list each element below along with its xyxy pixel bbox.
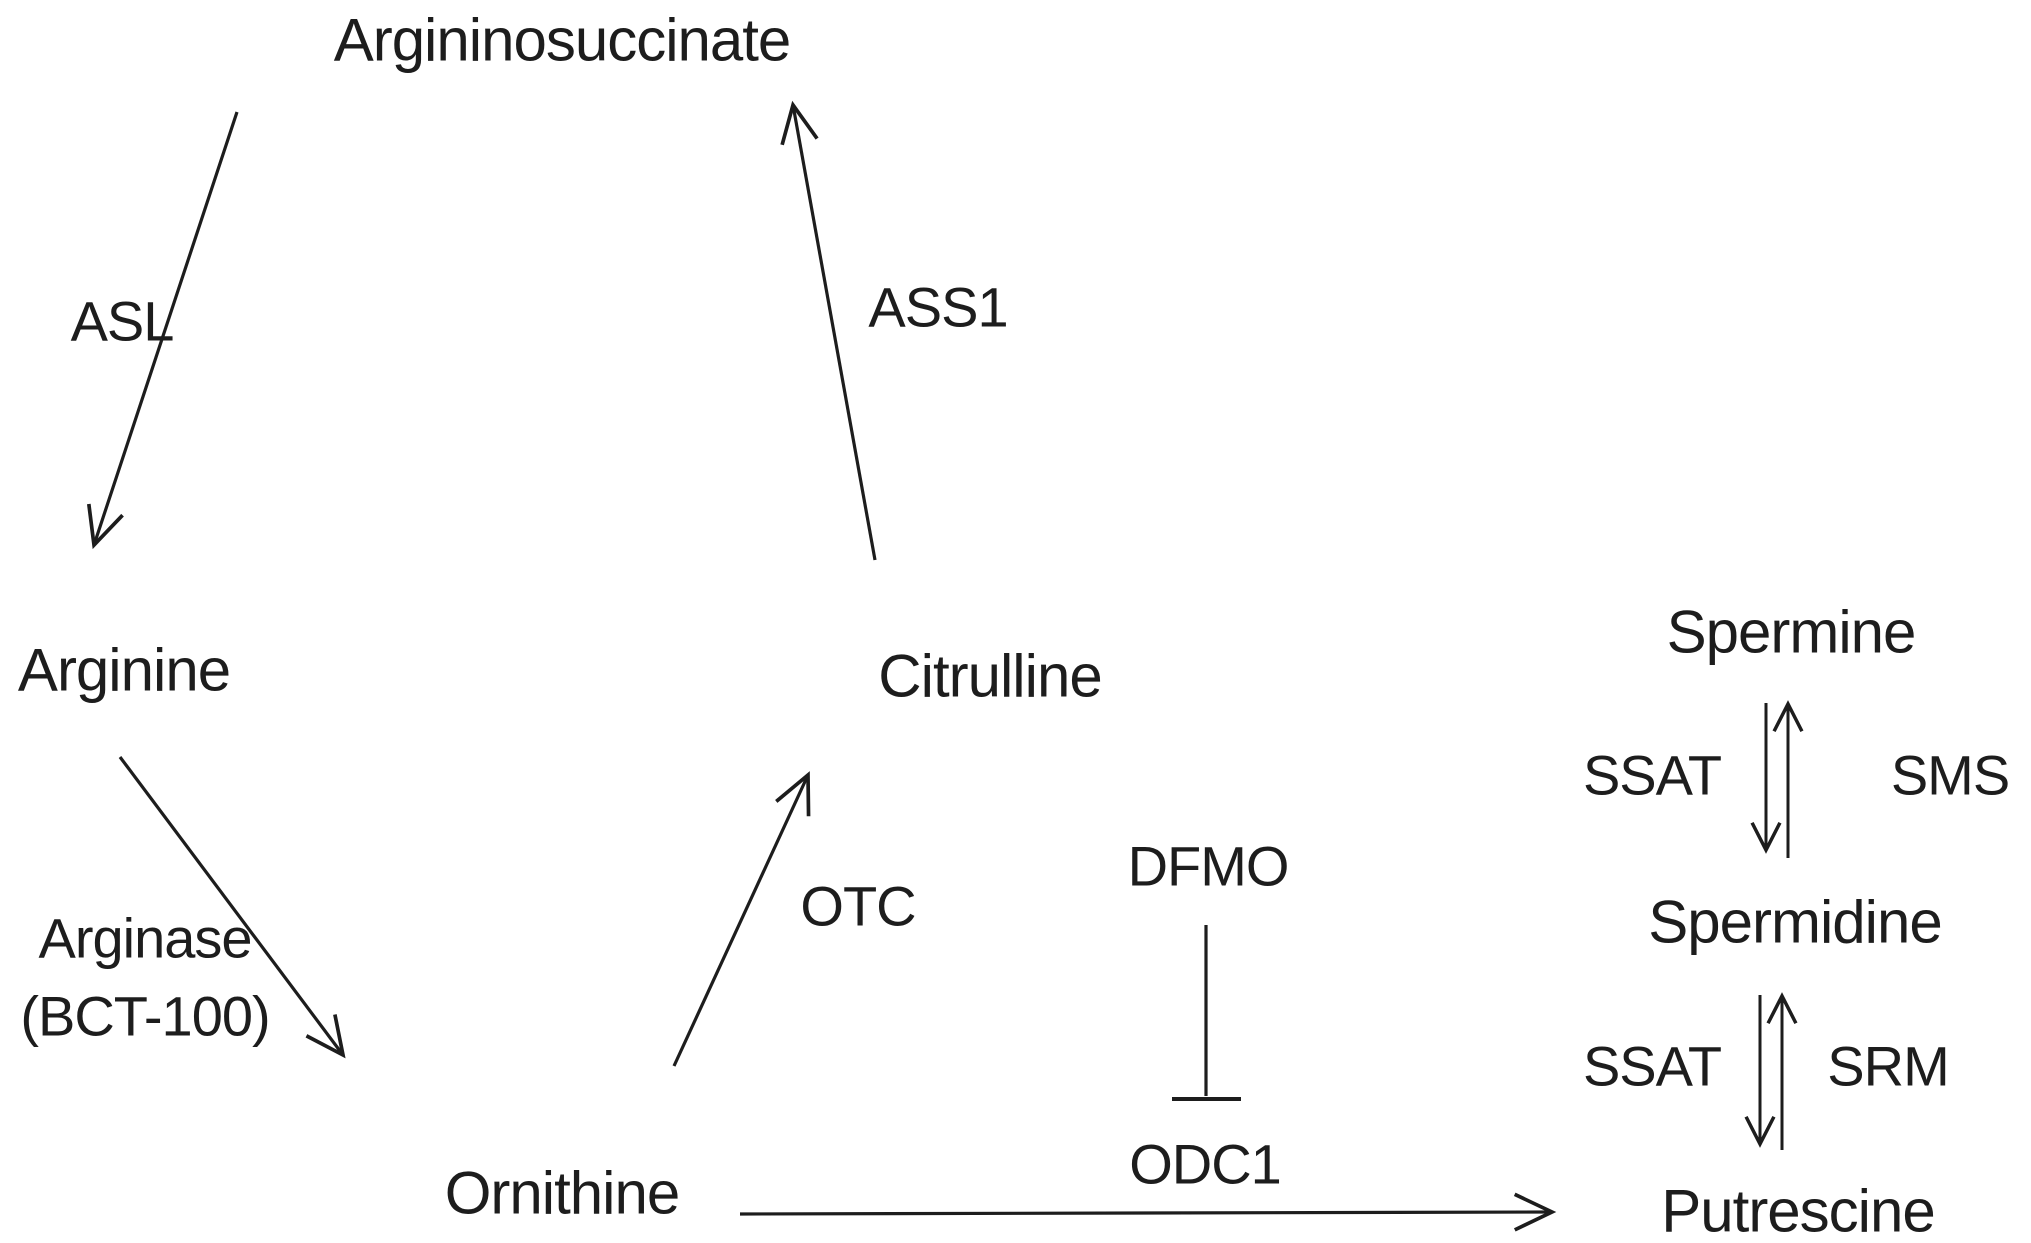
drug-bct-100: (BCT-100): [20, 984, 270, 1048]
node-arginine: Arginine: [17, 636, 231, 704]
arrow-ornithine-to-putrescine: [739, 1192, 1557, 1232]
enzyme-ass1: ASS1: [868, 275, 1008, 339]
enzyme-sms: SMS: [1890, 743, 2010, 807]
arrow-argininosuccinate-to-arginine: [86, 111, 239, 550]
enzyme-ssat-bottom: SSAT: [1582, 1034, 1722, 1098]
node-spermidine: Spermidine: [1648, 888, 1942, 956]
arrow-ornithine-to-citrulline: [672, 771, 811, 1067]
enzyme-asl: ASL: [70, 289, 175, 353]
drug-dfmo: DFMO: [1127, 834, 1290, 898]
arrow-citrulline-to-argininosuccinate: [780, 100, 877, 561]
enzyme-arginase: Arginase: [38, 906, 252, 970]
node-argininosuccinate: Argininosuccinate: [333, 6, 792, 74]
enzyme-ssat-top: SSAT: [1582, 743, 1722, 807]
node-citrulline: Citrulline: [878, 642, 1102, 710]
node-ornithine: Ornithine: [444, 1159, 680, 1227]
enzyme-srm: SRM: [1827, 1034, 1949, 1098]
enzyme-otc: OTC: [800, 874, 916, 938]
node-putrescine: Putrescine: [1661, 1177, 1935, 1243]
enzyme-odc1: ODC1: [1129, 1132, 1282, 1196]
node-spermine: Spermine: [1666, 598, 1917, 666]
inhibitor-dfmo-to-odc1: [1172, 925, 1241, 1101]
arrow-arginine-to-ornithine: [118, 756, 346, 1059]
